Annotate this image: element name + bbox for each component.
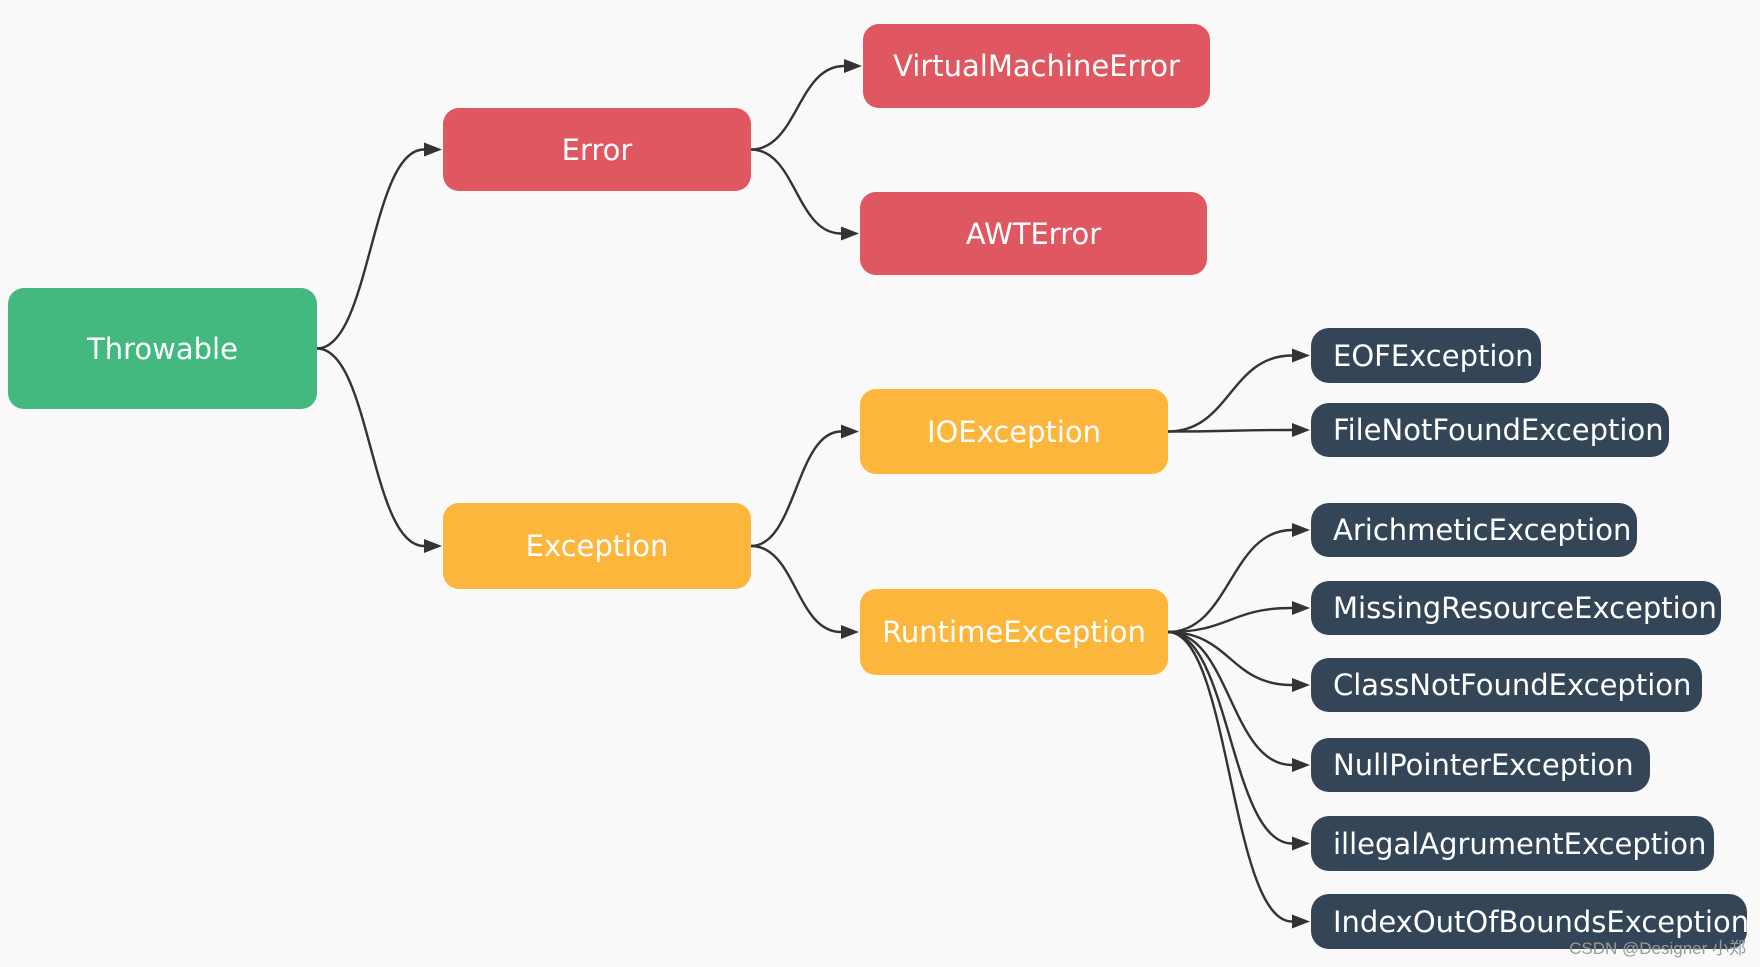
- edge-error-to-awterror: [750, 148, 843, 235]
- arrowhead-missingresourceexception: [1292, 601, 1310, 615]
- arrowhead-virtualmachineerror: [844, 59, 862, 73]
- watermark: CSDN @Designer 小郑: [1569, 939, 1746, 958]
- arrowhead-ioexception: [841, 424, 859, 439]
- edge-throwable-to-exception: [316, 347, 426, 548]
- arrowhead-nullpointerexception: [1292, 758, 1310, 772]
- arrowhead-error: [424, 142, 442, 157]
- node-awterror[interactable]: AWTError: [860, 192, 1207, 275]
- node-indexoutofboundsexception[interactable]: IndexOutOfBoundsException: [1311, 894, 1749, 949]
- node-nullpointerexception[interactable]: NullPointerException: [1311, 738, 1650, 792]
- arrowhead-illegalagrumentexception: [1292, 836, 1310, 851]
- node-error[interactable]: Error: [443, 108, 751, 191]
- node-arichmeticexception[interactable]: ArichmeticException: [1311, 503, 1637, 557]
- edge-exception-to-ioexception: [750, 430, 843, 548]
- node-ioexception[interactable]: IOException: [860, 389, 1168, 474]
- node-runtimeexception[interactable]: RuntimeException: [860, 589, 1168, 675]
- node-missingresourceexception[interactable]: MissingResourceException: [1311, 581, 1721, 635]
- node-illegalagrumentexception[interactable]: illegalAgrumentException: [1311, 816, 1714, 871]
- edge-runtimeexception-to-indexoutofboundsexception: [1167, 630, 1294, 923]
- arrowhead-classnotfoundexception: [1292, 678, 1310, 692]
- node-filenotfoundexception[interactable]: FileNotFoundException: [1311, 403, 1669, 457]
- edge-runtimeexception-to-illegalagrumentexception: [1167, 630, 1294, 845]
- node-eofexception[interactable]: EOFException: [1311, 328, 1541, 383]
- node-virtualmachineerror[interactable]: VirtualMachineError: [863, 24, 1210, 108]
- edge-ioexception-to-filenotfoundexception: [1167, 428, 1294, 433]
- edge-error-to-virtualmachineerror: [750, 64, 846, 151]
- arrowhead-indexoutofboundsexception: [1292, 914, 1310, 929]
- node-classnotfoundexception[interactable]: ClassNotFoundException: [1311, 658, 1702, 712]
- arrowhead-arichmeticexception: [1292, 523, 1310, 537]
- arrowhead-runtimeexception: [841, 625, 859, 639]
- edge-runtimeexception-to-classnotfoundexception: [1167, 630, 1294, 687]
- arrowhead-awterror: [841, 226, 859, 241]
- edge-exception-to-runtimeexception: [750, 544, 843, 634]
- node-exception[interactable]: Exception: [443, 503, 751, 589]
- node-throwable[interactable]: Throwable: [8, 288, 317, 409]
- arrowhead-filenotfoundexception: [1292, 423, 1310, 437]
- edge-runtimeexception-to-missingresourceexception: [1167, 606, 1294, 634]
- arrowhead-exception: [424, 539, 442, 553]
- edge-throwable-to-error: [316, 148, 426, 350]
- arrowhead-eofexception: [1292, 348, 1310, 363]
- edge-runtimeexception-to-arichmeticexception: [1167, 528, 1294, 634]
- edge-ioexception-to-eofexception: [1167, 354, 1294, 433]
- edge-runtimeexception-to-nullpointerexception: [1167, 630, 1294, 767]
